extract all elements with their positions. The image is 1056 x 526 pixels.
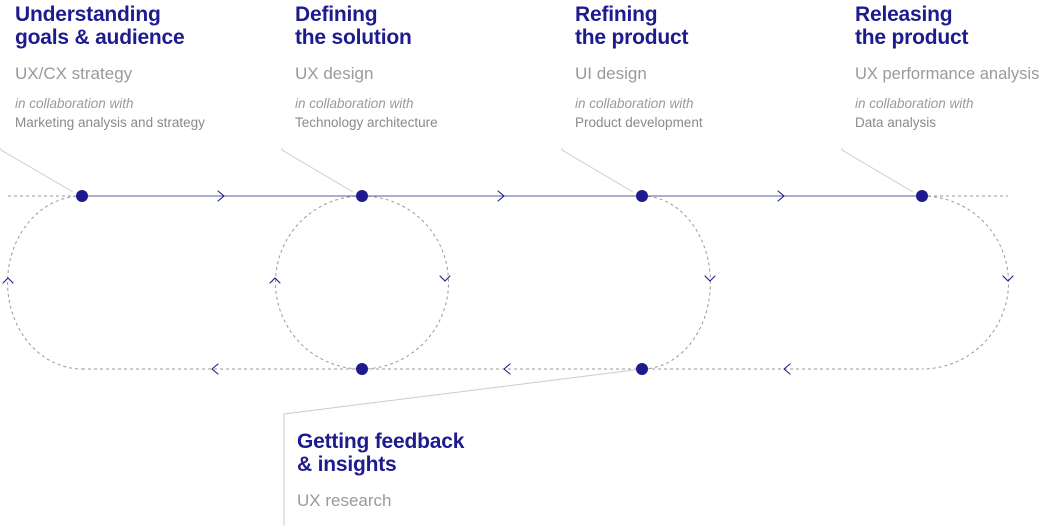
stage-title: Understanding goals & audience [15,3,205,49]
chevron-down-icon [704,275,716,282]
stage-refining: Refining the product UI design in collab… [575,3,703,131]
dashed-inner-circle [275,195,449,370]
stage-releasing: Releasing the product UX performance ana… [855,3,1039,131]
collab-partner: Marketing analysis and strategy [15,115,205,130]
chevron-right-icon [217,190,225,202]
stage-title-line: the product [855,26,969,49]
stage-title-line: goals & audience [15,26,185,49]
chevron-left-icon [211,363,219,375]
stage-discipline: UX design [295,64,374,83]
node-defining [356,190,368,202]
chevron-down-icon [439,275,451,282]
collab-intro: in collaboration with [295,96,414,111]
collab-partner: Technology architecture [295,115,438,130]
dashed-outer-right-loop [921,195,1009,370]
callout-line-stage-1 [0,148,74,193]
callout-line-stage-2 [281,148,354,193]
chevron-left-icon [783,363,791,375]
stage-title: Defining the solution [295,3,438,49]
stage-title: Getting feedback & insights [297,430,464,476]
stage-discipline: UX research [297,491,392,510]
stage-understanding: Understanding goals & audience UX/CX str… [15,3,205,131]
collab-intro: in collaboration with [15,96,134,111]
callout-line-stage-3 [561,148,634,193]
callout-line-feedback [283,369,635,526]
chevron-up-icon [2,277,14,284]
stage-discipline: UX performance analysis [855,65,1040,83]
collab-partner: Product development [575,115,703,130]
node-refining [636,190,648,202]
stage-title-line: Getting feedback [297,430,465,453]
collab-partner: Data analysis [855,115,937,130]
stage-feedback: Getting feedback & insights UX research [297,430,464,511]
stage-nodes [76,190,928,375]
chevron-right-icon [777,190,785,202]
stage-title-line: the product [575,26,689,49]
stage-title-line: Defining [295,3,378,26]
dashed-outer-left-loop [7,195,83,370]
collab-intro: in collaboration with [575,96,694,111]
stage-title: Refining the product [575,3,703,49]
direction-chevrons [2,190,1014,375]
dashed-refine-loop [641,195,711,370]
stage-defining: Defining the solution UX design in colla… [295,3,438,131]
collab-intro: in collaboration with [855,96,974,111]
chevron-left-icon [503,363,511,375]
node-feedback-left [356,363,368,375]
stage-title: Releasing the product [855,3,1039,49]
stage-discipline: UX/CX strategy [15,64,133,83]
node-understanding [76,190,88,202]
stage-title-line: Understanding [15,3,161,26]
stage-title-line: the solution [295,26,412,49]
dashed-loops [7,195,1009,370]
stage-title-line: Releasing [855,3,953,26]
chevron-right-icon [497,190,505,202]
callout-line-stage-4 [841,148,914,193]
callout-lines [0,148,914,526]
stage-title-line: Refining [575,3,658,26]
node-feedback-right [636,363,648,375]
chevron-down-icon [1002,275,1014,282]
node-releasing [916,190,928,202]
stage-title-line: & insights [297,453,397,476]
stage-discipline: UI design [575,64,647,83]
chevron-up-icon [269,277,281,284]
